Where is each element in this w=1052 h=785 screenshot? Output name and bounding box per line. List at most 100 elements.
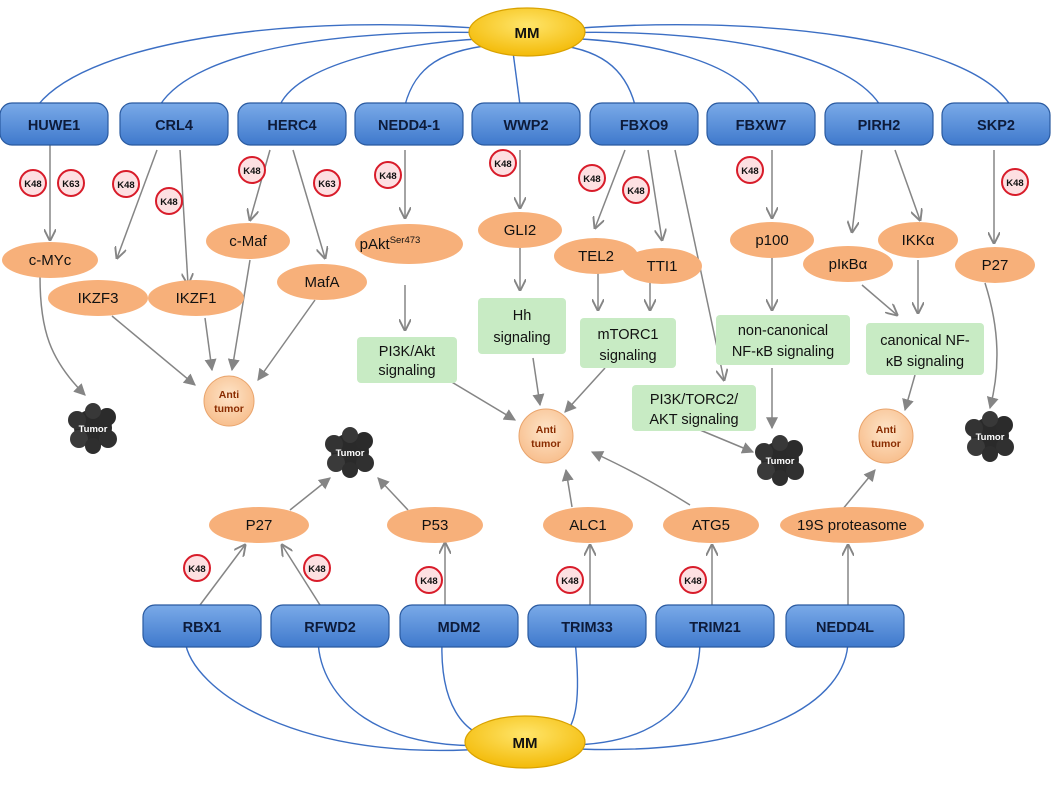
substrate-tti1: TTI1 bbox=[622, 248, 702, 284]
substrate-p53: P53 bbox=[387, 507, 483, 543]
substrate-atg5: ATG5 bbox=[663, 507, 759, 543]
tumor-icon: Tumor bbox=[965, 411, 1014, 462]
arrow-canon-anti bbox=[902, 374, 916, 412]
signal-canonical-line2: κB signaling bbox=[886, 354, 964, 370]
enzyme-huwe1-label: HUWE1 bbox=[28, 118, 80, 134]
enzyme-rbx1: RBX1 bbox=[142, 604, 262, 648]
enzyme-trim33-label: TRIM33 bbox=[561, 620, 613, 636]
enzyme-nedd4l: NEDD4L bbox=[785, 604, 905, 648]
substrate-ikzf3: IKZF3 bbox=[48, 280, 148, 316]
k48-tag: K48 bbox=[415, 566, 443, 594]
signaling-boxes: PI3K/Akt signaling Hh signaling mTORC1 s… bbox=[357, 298, 984, 431]
arrow-herc4-cmaf bbox=[250, 149, 271, 220]
substrate-pakt: pAktSer473 bbox=[355, 224, 463, 264]
substrate-p27-bottom: P27 bbox=[209, 507, 309, 543]
signal-pi3k-torc2-line2: AKT signaling bbox=[649, 412, 738, 428]
arrow-fbxo9-tti1 bbox=[647, 149, 662, 240]
svg-text:tumor: tumor bbox=[871, 438, 901, 450]
svg-text:tumor: tumor bbox=[531, 438, 561, 450]
svg-text:K63: K63 bbox=[318, 179, 335, 190]
arrow-cmyc-tumor bbox=[39, 276, 86, 396]
svg-text:Anti: Anti bbox=[876, 424, 896, 436]
svg-text:K48: K48 bbox=[684, 576, 701, 587]
enzyme-fbxw7: FBXW7 bbox=[706, 102, 816, 146]
svg-text:K48: K48 bbox=[741, 166, 758, 177]
k48-tag: K48 bbox=[736, 156, 764, 184]
substrate-pakt-label: pAktSer473 bbox=[360, 235, 421, 253]
substrate-cmaf-label: c-Maf bbox=[229, 233, 267, 250]
enzyme-trim33: TRIM33 bbox=[527, 604, 647, 648]
arrow-pi3ktorc2-tumor bbox=[699, 429, 755, 454]
signal-pi3k-akt-line2: signaling bbox=[378, 363, 435, 379]
arrow-herc4-mafa bbox=[292, 149, 325, 258]
arrow-mafa-anti bbox=[257, 299, 316, 381]
substrate-p53-label: P53 bbox=[422, 517, 449, 534]
hub-link-crl4 bbox=[159, 31, 501, 106]
enzyme-crl4-label: CRL4 bbox=[155, 118, 193, 134]
svg-text:K48: K48 bbox=[243, 166, 260, 177]
enzyme-pirh2: PIRH2 bbox=[824, 102, 934, 146]
svg-text:Anti: Anti bbox=[219, 389, 239, 401]
mm-hub-bottom: MM bbox=[464, 715, 586, 769]
signal-noncanonical-line2: NF-κB signaling bbox=[732, 344, 834, 360]
k48-tag: K48 bbox=[19, 169, 47, 197]
svg-text:K48: K48 bbox=[583, 174, 600, 185]
enzyme-nedd4-1: NEDD4-1 bbox=[354, 102, 464, 146]
enzyme-nedd4l-label: NEDD4L bbox=[816, 620, 874, 636]
anti-tumor-circle-right: Anti tumor bbox=[858, 408, 914, 464]
arrow-hh-anti bbox=[532, 357, 545, 407]
enzyme-wwp2-label: WWP2 bbox=[503, 118, 548, 134]
svg-text:Tumor: Tumor bbox=[766, 456, 795, 467]
signal-pi3k-torc2-akt: PI3K/TORC2/ AKT signaling bbox=[632, 385, 756, 431]
ubiquitin-tags: K48 K63 K48 K48 K48 K63 K48 K48 K48 K48 … bbox=[19, 149, 1029, 594]
svg-text:K48: K48 bbox=[188, 564, 205, 575]
substrate-mafa-label: MafA bbox=[304, 274, 339, 291]
svg-text:tumor: tumor bbox=[214, 403, 244, 415]
enzyme-mdm2-label: MDM2 bbox=[438, 620, 481, 636]
k48-tag: K48 bbox=[155, 187, 183, 215]
enzyme-fbxo9: FBXO9 bbox=[589, 102, 699, 146]
hub-link-nedd4l bbox=[555, 639, 849, 751]
signal-pi3k-torc2-line1: PI3K/TORC2/ bbox=[650, 392, 739, 408]
k48-tag: K48 bbox=[556, 566, 584, 594]
arrow-ikzf1-anti bbox=[204, 317, 217, 372]
k48-tag: K48 bbox=[238, 156, 266, 184]
arrow-p27b-tumor bbox=[289, 477, 331, 511]
arrow-mtorc1-anti bbox=[564, 367, 606, 413]
substrate-tti1-label: TTI1 bbox=[647, 258, 678, 275]
k63-tag: K63 bbox=[57, 169, 85, 197]
svg-text:K48: K48 bbox=[420, 576, 437, 587]
signal-noncanonical-nfkb: non-canonical NF-κB signaling bbox=[716, 315, 850, 365]
substrate-p27-bottom-label: P27 bbox=[246, 517, 273, 534]
hub-link-herc4 bbox=[279, 37, 504, 106]
arrow-pirh2-pikba bbox=[852, 149, 863, 232]
substrate-gli2-label: GLI2 bbox=[504, 222, 537, 239]
enzyme-rfwd2: RFWD2 bbox=[270, 604, 390, 648]
k48-tag: K48 bbox=[303, 554, 331, 582]
bottom-enzymes: RBX1 RFWD2 MDM2 TRIM33 TRIM21 NEDD4L bbox=[142, 604, 905, 648]
hub-link-rbx1 bbox=[184, 639, 496, 752]
svg-text:K48: K48 bbox=[160, 197, 177, 208]
substrate-p27-top-label: P27 bbox=[982, 257, 1009, 274]
signal-hh-line2: signaling bbox=[493, 330, 550, 346]
substrate-pakt-superscript: Ser473 bbox=[390, 235, 421, 246]
tumor-outcomes: Tumor Tumor Tumor Tumor bbox=[68, 403, 1014, 486]
enzyme-huwe1: HUWE1 bbox=[0, 102, 109, 146]
hub-link-skp2 bbox=[555, 23, 1011, 106]
hub-link-fbxo9 bbox=[547, 43, 636, 106]
svg-text:Tumor: Tumor bbox=[336, 448, 365, 459]
substrate-cmyc-label: c-MYc bbox=[29, 252, 72, 269]
substrates: c-MYc IKZF3 IKZF1 c-Maf MafA pAktSer473 … bbox=[2, 212, 1035, 543]
svg-text:K48: K48 bbox=[24, 179, 41, 190]
arrow-crl4-ikzf1 bbox=[179, 149, 188, 284]
substrate-mafa: MafA bbox=[277, 264, 367, 300]
k48-tag: K48 bbox=[1001, 168, 1029, 196]
k48-tag: K48 bbox=[374, 161, 402, 189]
enzyme-rfwd2-label: RFWD2 bbox=[304, 620, 356, 636]
k48-tag: K48 bbox=[622, 176, 650, 204]
substrate-p100: p100 bbox=[730, 222, 814, 258]
arrow-crl4-ikzf3 bbox=[117, 149, 158, 258]
signal-canonical-line1: canonical NF- bbox=[880, 333, 970, 349]
